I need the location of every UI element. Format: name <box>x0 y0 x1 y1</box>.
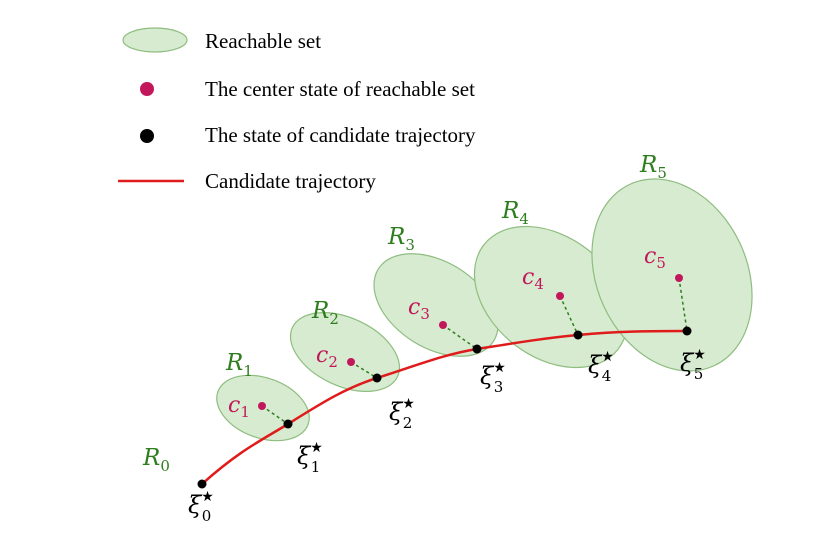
state-label-4: ξ★4 <box>588 349 614 385</box>
state-label-3: ξ★3 <box>480 360 506 396</box>
state-label-1: ξ★1 <box>297 440 323 476</box>
center-dot-4 <box>556 292 564 300</box>
center-dot-2 <box>347 358 355 366</box>
state-label-5: ξ★5 <box>680 347 706 383</box>
connector-3 <box>442 324 478 350</box>
state-dot-3 <box>472 344 482 354</box>
connector-4 <box>559 295 579 336</box>
legend-label-reachable-set: Reachable set <box>205 29 321 53</box>
reachable-set-3 <box>373 253 499 357</box>
legend-label-center-state: The center state of reachable set <box>205 77 475 101</box>
connector-1 <box>261 405 289 425</box>
set-label-4: R4 <box>501 198 529 228</box>
state-dot-1 <box>283 419 293 429</box>
legend: Reachable set The center state of reacha… <box>118 27 476 193</box>
legend-label-trajectory-state: The state of candidate trajectory <box>205 123 476 147</box>
connector-2 <box>350 361 378 379</box>
state-dot-2 <box>372 373 382 383</box>
set-label-3: R3 <box>387 224 415 254</box>
state-dot-0 <box>197 479 207 489</box>
state-label-0: ξ★0 <box>188 489 214 525</box>
reachable-set-2 <box>289 312 401 392</box>
state-dot-4 <box>573 330 583 340</box>
center-label-4: c4 <box>522 265 544 293</box>
reachable-set-labels: R0 R1 R2 R3 R4 R5 <box>142 152 667 475</box>
center-dot-3 <box>439 321 447 329</box>
center-label-1: c1 <box>228 393 250 421</box>
set-label-5: R5 <box>639 152 667 182</box>
center-label-3: c3 <box>408 295 430 323</box>
reachable-set-5 <box>591 178 753 372</box>
center-label-5: c5 <box>644 244 666 272</box>
set-label-0: R0 <box>142 445 170 475</box>
set-label-1: R1 <box>225 350 253 380</box>
set-label-2: R2 <box>311 298 339 328</box>
state-labels: ξ★0 ξ★1 ξ★2 ξ★3 ξ★4 ξ★5 <box>188 347 706 525</box>
legend-state-dot <box>140 129 154 143</box>
reachable-sets <box>216 178 753 442</box>
connector-5 <box>678 277 688 332</box>
state-label-2: ξ★2 <box>389 396 415 432</box>
center-state-connectors <box>261 277 688 425</box>
legend-ellipse-swatch <box>122 27 188 53</box>
center-dot-5 <box>675 274 683 282</box>
legend-center-dot <box>140 82 154 96</box>
trajectory-states <box>197 326 692 489</box>
center-states <box>258 274 683 410</box>
state-dot-5 <box>682 326 692 336</box>
center-dot-1 <box>258 402 266 410</box>
center-labels: c1 c2 c3 c4 c5 <box>228 244 666 421</box>
center-label-2: c2 <box>316 343 338 371</box>
legend-label-candidate-trajectory: Candidate trajectory <box>205 169 376 193</box>
candidate-trajectory <box>201 329 688 485</box>
